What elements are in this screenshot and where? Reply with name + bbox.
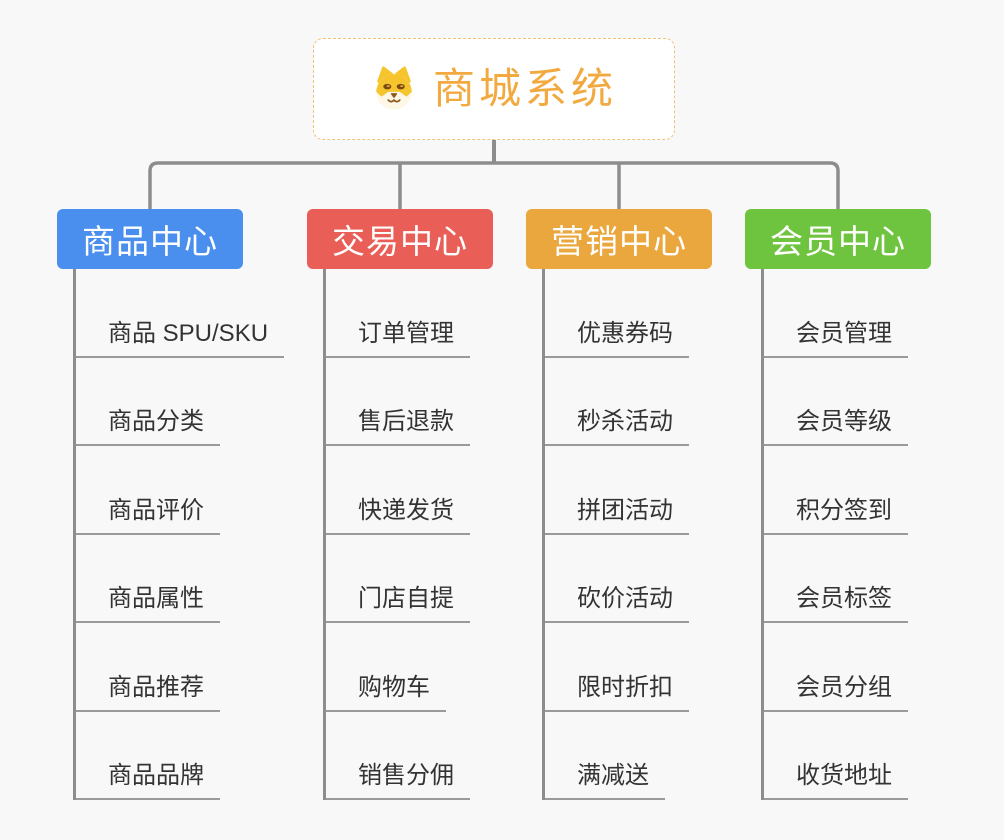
branch-item-list: 商品 SPU/SKU 商品分类 商品评价 商品属性 商品推荐 商品品牌 (73, 269, 285, 800)
branch-item[interactable]: 会员标签 (764, 535, 908, 623)
branch-trade-center: 交易中心 订单管理 售后退款 快递发货 门店自提 购物车 销售分佣 (307, 209, 493, 800)
branch-item[interactable]: 商品 SPU/SKU (76, 269, 285, 358)
branch-product-center: 商品中心 商品 SPU/SKU 商品分类 商品评价 商品属性 商品推荐 商品品牌 (57, 209, 285, 800)
dog-mascot-icon (376, 66, 412, 110)
branch-item[interactable]: 会员等级 (764, 358, 908, 446)
branch-item[interactable]: 商品品牌 (76, 712, 220, 800)
root-node[interactable]: 商城系统 (313, 38, 675, 140)
branch-header-marketing-center[interactable]: 营销中心 (526, 209, 712, 269)
branch-marketing-center: 营销中心 优惠券码 秒杀活动 拼团活动 砍价活动 限时折扣 满减送 (526, 209, 712, 800)
branch-item[interactable]: 秒杀活动 (545, 358, 689, 446)
branch-item[interactable]: 购物车 (326, 623, 446, 712)
branch-item[interactable]: 满减送 (545, 712, 665, 800)
branch-item[interactable]: 会员管理 (764, 269, 908, 358)
branch-item-list: 订单管理 售后退款 快递发货 门店自提 购物车 销售分佣 (323, 269, 493, 800)
branch-item[interactable]: 商品分类 (76, 358, 220, 446)
root-title: 商城系统 (432, 65, 617, 112)
branch-item[interactable]: 快递发货 (326, 446, 470, 535)
branch-item[interactable]: 商品推荐 (76, 623, 220, 712)
branch-item[interactable]: 优惠券码 (545, 269, 689, 358)
branch-item[interactable]: 商品评价 (76, 446, 220, 535)
branch-item[interactable]: 拼团活动 (545, 446, 689, 535)
branch-header-member-center[interactable]: 会员中心 (745, 209, 931, 269)
branch-item[interactable]: 收货地址 (764, 712, 908, 800)
branch-item[interactable]: 会员分组 (764, 623, 908, 712)
branch-item[interactable]: 砍价活动 (545, 535, 689, 623)
branch-item[interactable]: 积分签到 (764, 446, 908, 535)
branch-item[interactable]: 限时折扣 (545, 623, 689, 712)
branch-item-list: 优惠券码 秒杀活动 拼团活动 砍价活动 限时折扣 满减送 (542, 269, 712, 800)
branch-item[interactable]: 销售分佣 (326, 712, 470, 800)
branch-item[interactable]: 售后退款 (326, 358, 470, 446)
branch-item[interactable]: 门店自提 (326, 535, 470, 623)
branch-item[interactable]: 商品属性 (76, 535, 220, 623)
branch-item[interactable]: 订单管理 (326, 269, 470, 358)
branch-item-list: 会员管理 会员等级 积分签到 会员标签 会员分组 收货地址 (761, 269, 931, 800)
branch-header-product-center[interactable]: 商品中心 (57, 209, 243, 269)
branch-header-trade-center[interactable]: 交易中心 (307, 209, 493, 269)
branch-member-center: 会员中心 会员管理 会员等级 积分签到 会员标签 会员分组 收货地址 (745, 209, 931, 800)
